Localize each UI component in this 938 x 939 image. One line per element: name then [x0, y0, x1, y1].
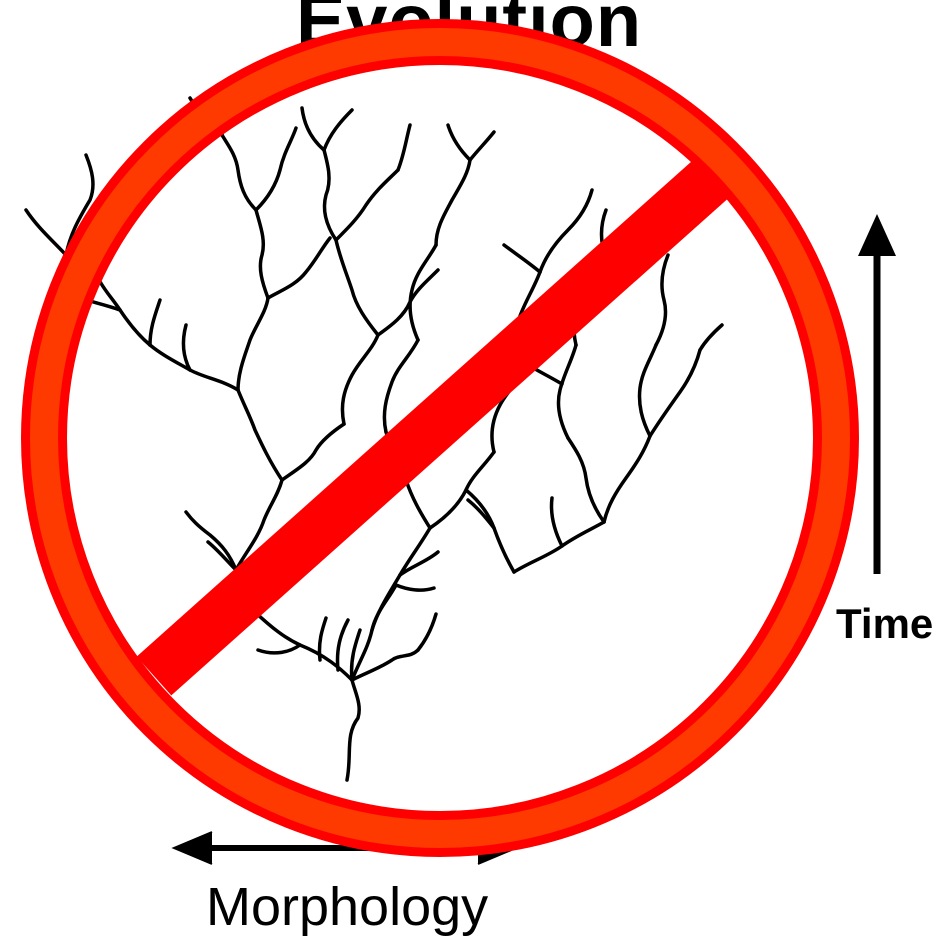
- prohibition-sign-icon: [44, 42, 836, 834]
- time-axis-label: Time: [836, 600, 933, 648]
- morphology-axis-label: Morphology: [206, 876, 488, 938]
- time-arrow-icon: [858, 214, 896, 574]
